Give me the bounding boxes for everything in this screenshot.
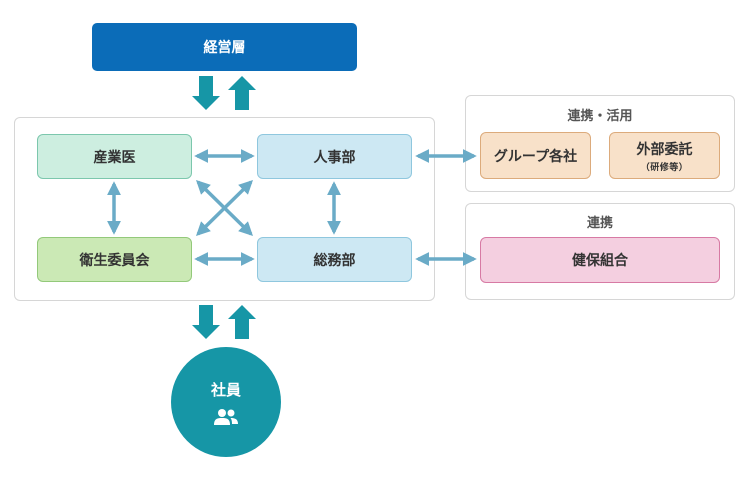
arrow-down-to-core [192, 76, 220, 110]
external-outsourcing-box: 外部委託 （研修等） [609, 132, 720, 179]
health-insurance-union-box: 健保組合 [480, 237, 720, 283]
partnership-panel-title: 連携 [586, 216, 613, 231]
health-committee-label: 衛生委員会 [79, 252, 150, 269]
hr-department-box: 人事部 [257, 134, 412, 179]
general-affairs-box: 総務部 [257, 237, 412, 282]
occupational-physician-box: 産業医 [37, 134, 192, 179]
employees-label: 社員 [210, 380, 241, 399]
employees-circle: 社員 [171, 347, 281, 457]
health-insurance-union-label: 健保組合 [572, 253, 628, 269]
group-companies-box: グループ各社 [480, 132, 591, 179]
general-affairs-label: 総務部 [313, 252, 356, 269]
collaboration-panel-title: 連携・活用 [567, 109, 633, 124]
occupational-physician-label: 産業医 [93, 149, 136, 166]
arrow-down-to-employees [192, 305, 220, 339]
arrow-up-to-management [228, 76, 256, 110]
users-icon [214, 408, 238, 425]
group-companies-label: グループ各社 [493, 148, 578, 165]
management-label: 経営層 [203, 40, 246, 56]
hr-department-label: 人事部 [313, 149, 356, 166]
health-committee-box: 衛生委員会 [37, 237, 192, 282]
management-box: 経営層 [92, 23, 357, 71]
arrow-up-to-core [228, 305, 256, 339]
external-outsourcing-label: 外部委託 [636, 141, 693, 158]
external-outsourcing-note: （研修等） [640, 162, 689, 173]
arrow-diagonal-hr-committee [196, 180, 253, 236]
